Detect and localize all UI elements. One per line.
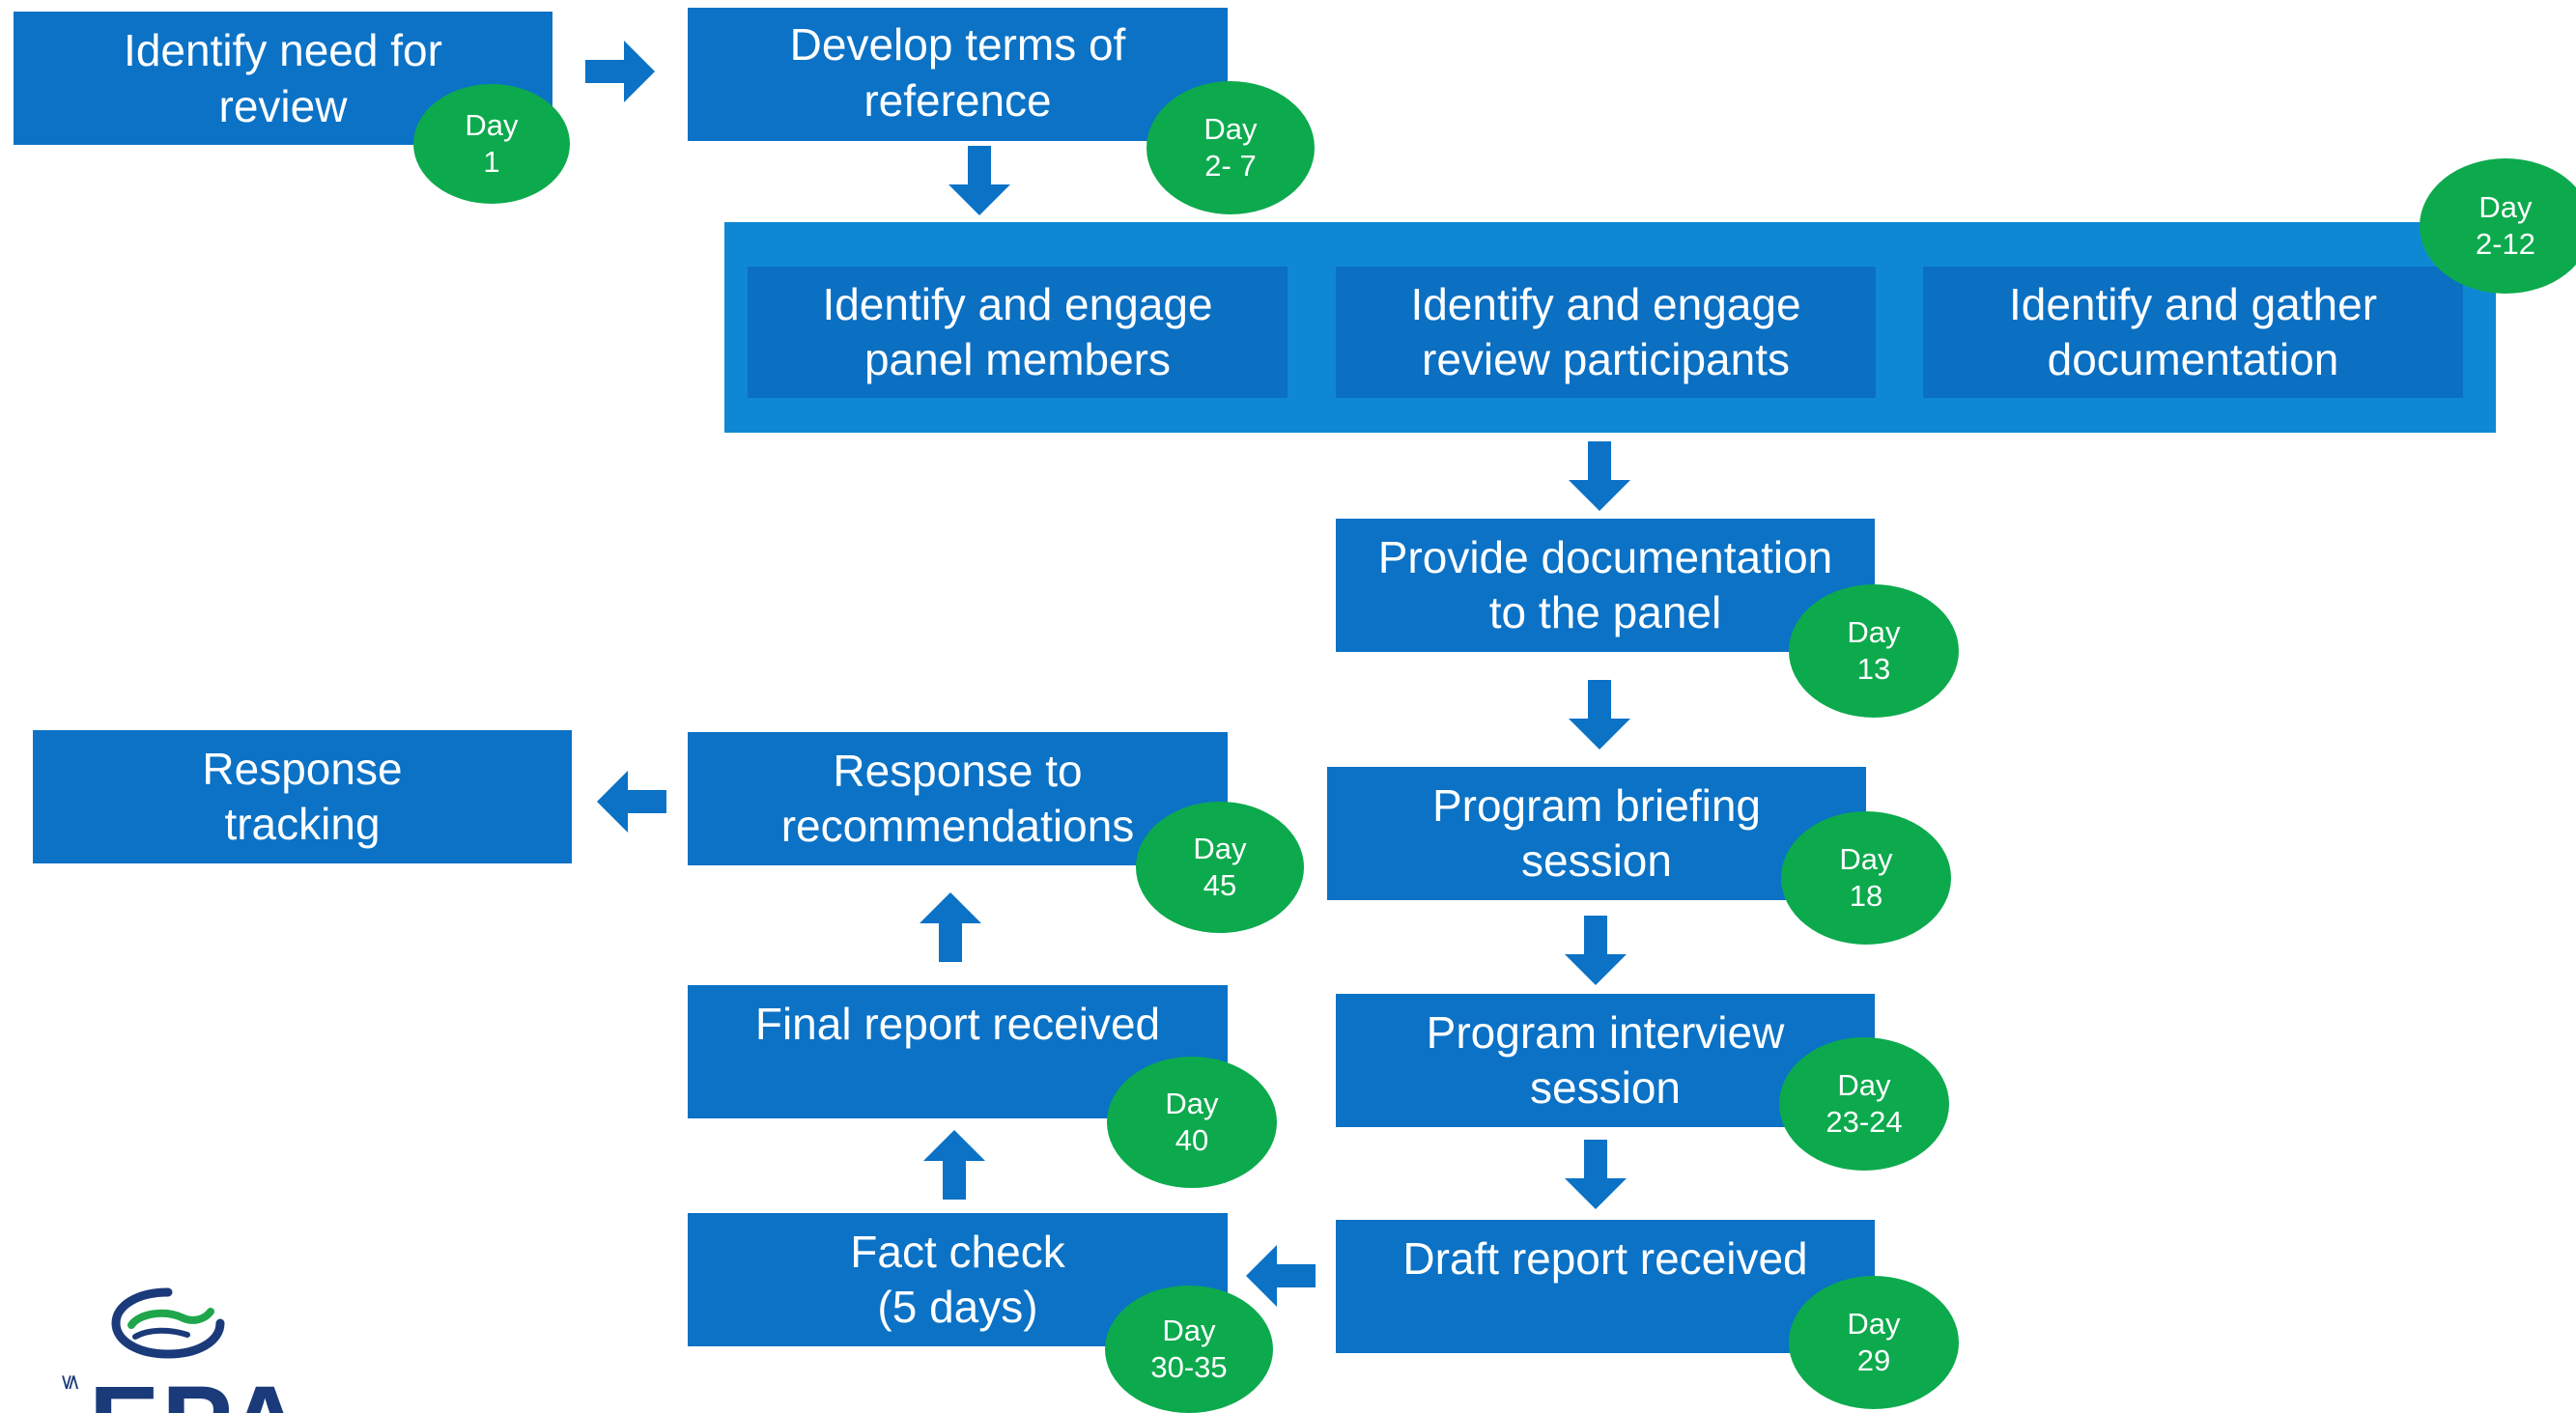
- arrow-down-icon: [948, 146, 1010, 215]
- step-identify-need: Identify need for review: [14, 12, 552, 145]
- task-gather-documentation: Identify and gather documentation: [1923, 267, 2463, 398]
- day-badge-briefing-session: Day 18: [1781, 811, 1951, 945]
- epa-logo: ≶ EPA: [54, 1285, 325, 1413]
- day-badge-final-report: Day 40: [1107, 1057, 1277, 1188]
- day-badge-group: Day 2-12: [2420, 158, 2576, 294]
- step-develop-terms: Develop terms of reference: [688, 8, 1228, 141]
- step-response-tracking: Response tracking: [33, 730, 572, 863]
- arrow-down-icon: [1565, 1140, 1627, 1209]
- step-provide-documentation: Provide documentation to the panel: [1336, 519, 1875, 652]
- task-panel-members: Identify and engage panel members: [748, 267, 1288, 398]
- arrow-down-icon: [1569, 441, 1630, 511]
- step-response-recommendations: Response to recommendations: [688, 732, 1228, 865]
- task-review-participants: Identify and engage review participants: [1336, 267, 1876, 398]
- arrow-down-icon: [1565, 916, 1627, 985]
- arrow-up-icon: [923, 1130, 985, 1200]
- arrow-up-icon: [920, 892, 981, 962]
- logo-text: EPA: [89, 1371, 305, 1413]
- day-badge-fact-check: Day 30-35: [1105, 1286, 1273, 1413]
- step-draft-report: Draft report received: [1336, 1220, 1875, 1353]
- day-badge-develop-terms: Day 2- 7: [1146, 81, 1315, 214]
- day-badge-draft-report: Day 29: [1789, 1276, 1959, 1409]
- arrow-left-icon: [1246, 1245, 1316, 1307]
- arrow-right-icon: [585, 41, 655, 102]
- day-badge-interview-session: Day 23-24: [1779, 1037, 1949, 1171]
- day-badge-response-recommendations: Day 45: [1136, 802, 1304, 933]
- day-badge-provide-documentation: Day 13: [1789, 584, 1959, 718]
- step-briefing-session: Program briefing session: [1327, 767, 1866, 900]
- day-badge-identify-need: Day 1: [413, 84, 570, 204]
- logo-side-mark: ≶: [59, 1373, 83, 1392]
- arrow-down-icon: [1569, 680, 1630, 749]
- arrow-left-icon: [597, 771, 666, 833]
- epa-logo-swoosh-icon: [111, 1287, 225, 1359]
